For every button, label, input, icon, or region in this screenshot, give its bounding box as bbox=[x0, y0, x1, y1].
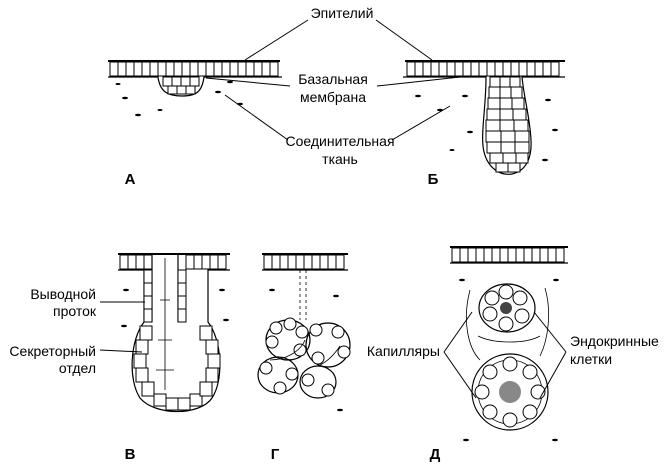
leader-epithelium-b bbox=[375, 19, 433, 61]
label-connective-tissue-line2: ткань bbox=[322, 151, 358, 167]
label-connective-tissue-line1: Соединительная bbox=[285, 133, 394, 149]
panel-b-drawing bbox=[403, 60, 565, 175]
panel-g-connective-nuclei bbox=[269, 288, 343, 412]
panel-v-epithelium-cells bbox=[119, 254, 227, 270]
panel-d-connective-nuclei bbox=[459, 278, 559, 442]
label-epithelium: Эпителий bbox=[311, 5, 374, 21]
panel-a-drawing bbox=[108, 60, 282, 117]
panel-d-endocrine-islet-lower bbox=[471, 353, 549, 431]
panel-d-epithelium-cells bbox=[451, 247, 565, 263]
panel-d-drawing bbox=[450, 246, 568, 442]
panel-b-epithelium-cells bbox=[406, 61, 560, 77]
label-endocrine-cells-line1: Эндокринные bbox=[570, 333, 659, 349]
panel-d-capillary-loops bbox=[465, 287, 549, 361]
panel-g-epithelium-cells bbox=[263, 254, 345, 270]
leader-basal-b bbox=[376, 76, 461, 87]
leader-capillary-upper bbox=[443, 311, 473, 353]
panel-g-duct bbox=[299, 270, 307, 320]
leader-basal-a bbox=[205, 77, 291, 87]
panel-v-duct-cells bbox=[143, 269, 187, 323]
panel-v-connective-nuclei bbox=[121, 288, 229, 328]
panel-a-gland-cells bbox=[162, 76, 200, 95]
leader-connective-a bbox=[224, 94, 289, 141]
panel-b-gland-outline bbox=[403, 76, 565, 175]
panel-v-lumen-secretion bbox=[156, 258, 174, 390]
leader-lines bbox=[99, 19, 567, 399]
label-basal-membrane-line1: Базальная bbox=[298, 71, 368, 87]
panel-label-v: В bbox=[125, 446, 136, 463]
panel-g-drawing bbox=[257, 253, 351, 412]
panel-d-endocrine-islet-upper bbox=[478, 283, 536, 333]
leader-capillary-lower bbox=[443, 351, 477, 399]
leader-secretory bbox=[99, 349, 143, 353]
leader-endocrine-lower bbox=[539, 351, 567, 399]
leader-connective-b bbox=[391, 105, 451, 141]
panel-g-alveoli bbox=[257, 317, 351, 399]
panel-label-d: Д bbox=[430, 446, 441, 463]
label-secretory-part-line2: отдел bbox=[59, 360, 96, 376]
panel-label-g: Г bbox=[271, 446, 280, 463]
panel-v-drawing bbox=[118, 253, 230, 413]
panel-b-gland-cells bbox=[485, 76, 530, 173]
label-excretory-duct-line1: Выводной bbox=[30, 286, 96, 302]
panel-a-basal-membrane bbox=[108, 76, 282, 97]
leader-epithelium-a bbox=[244, 19, 309, 61]
label-excretory-duct-line2: проток bbox=[53, 303, 97, 319]
label-basal-membrane-line2: мембрана bbox=[300, 89, 366, 105]
panel-label-a: А bbox=[125, 171, 136, 188]
panel-a-epithelium-cells bbox=[109, 61, 279, 77]
label-capillaries: Капилляры bbox=[367, 343, 440, 359]
label-endocrine-cells-line2: клетки bbox=[570, 351, 612, 367]
panel-label-b: Б bbox=[428, 171, 439, 188]
label-secretory-part-line1: Секреторный bbox=[9, 343, 96, 359]
panel-v-secretory-cells bbox=[133, 325, 221, 411]
panel-g-ducts-branches bbox=[269, 339, 341, 366]
leader-endocrine-upper bbox=[533, 311, 567, 353]
panel-a-connective-nuclei bbox=[115, 80, 243, 117]
